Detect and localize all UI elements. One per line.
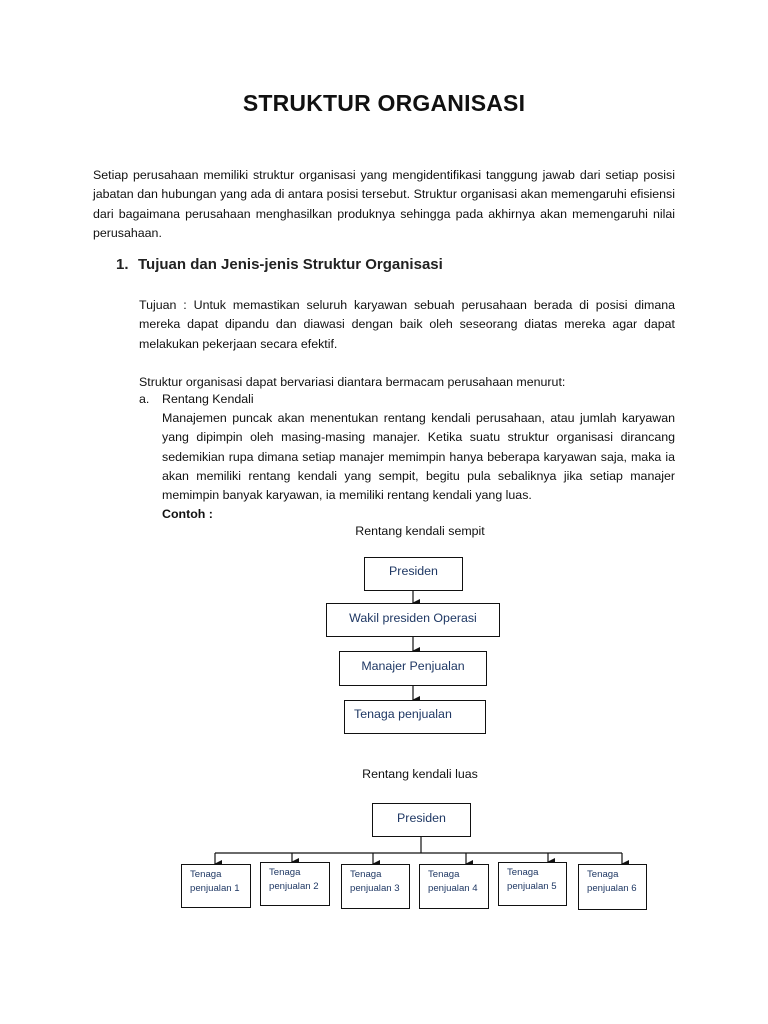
caption-rentang-luas: Rentang kendali luas — [362, 767, 478, 781]
list-body-text: Manajemen puncak akan menentukan rentang… — [162, 411, 675, 503]
list-marker: a. — [139, 392, 150, 406]
box-tenaga-penjualan-5: Tenaga penjualan 5 — [498, 862, 567, 906]
child-3-line-1: Tenaga — [350, 869, 382, 880]
box-presiden-label: Presiden — [389, 564, 438, 578]
child-5-line-2: penjualan 5 — [507, 881, 557, 892]
section-number: 1. — [116, 256, 129, 273]
box-tenaga-penjualan: Tenaga penjualan — [344, 700, 486, 734]
child-5-line-1: Tenaga — [507, 867, 539, 878]
contoh-label: Contoh : — [162, 507, 213, 522]
box-wakil-presiden: Wakil presiden Operasi — [326, 603, 500, 637]
box-presiden-luas-label: Presiden — [397, 811, 446, 825]
caption-rentang-sempit: Rentang kendali sempit — [355, 524, 485, 538]
tujuan-paragraph: Tujuan : Untuk memastikan seluruh karyaw… — [139, 298, 675, 351]
list-label: Rentang Kendali — [162, 392, 254, 406]
child-4-line-2: penjualan 4 — [428, 883, 478, 894]
box-manajer-penjualan: Manajer Penjualan — [339, 651, 487, 686]
intro-paragraph: Setiap perusahaan memiliki struktur orga… — [93, 168, 675, 240]
page-title: STRUKTUR ORGANISASI — [242, 90, 526, 116]
child-6-line-1: Tenaga — [587, 869, 619, 880]
child-1-line-2: penjualan 1 — [190, 883, 240, 894]
child-6-line-2: penjualan 6 — [587, 883, 637, 894]
box-manajer-penjualan-label: Manajer Penjualan — [361, 659, 465, 673]
list-body: Manajemen puncak akan menentukan rentang… — [162, 409, 675, 525]
box-tenaga-penjualan-4: Tenaga penjualan 4 — [419, 864, 489, 909]
box-tenaga-penjualan-6: Tenaga penjualan 6 — [578, 864, 647, 910]
box-tenaga-penjualan-label: Tenaga penjualan — [354, 707, 452, 721]
box-tenaga-penjualan-2: Tenaga penjualan 2 — [260, 862, 330, 906]
box-presiden-luas: Presiden — [372, 803, 471, 837]
box-tenaga-penjualan-1: Tenaga penjualan 1 — [181, 864, 251, 908]
child-2-line-1: Tenaga — [269, 867, 301, 878]
box-wakil-presiden-label: Wakil presiden Operasi — [349, 611, 477, 625]
child-3-line-2: penjualan 3 — [350, 883, 400, 894]
struktur-intro-paragraph: Struktur organisasi dapat bervariasi dia… — [139, 375, 566, 389]
box-tenaga-penjualan-3: Tenaga penjualan 3 — [341, 864, 410, 909]
child-2-line-2: penjualan 2 — [269, 881, 319, 892]
child-1-line-1: Tenaga — [190, 869, 222, 880]
child-4-line-1: Tenaga — [428, 869, 460, 880]
section-heading: 1. Tujuan dan Jenis-jenis Struktur Organi… — [116, 256, 443, 273]
box-presiden: Presiden — [364, 557, 463, 591]
section-heading-text: Tujuan dan Jenis-jenis Struktur Organisa… — [138, 256, 443, 273]
